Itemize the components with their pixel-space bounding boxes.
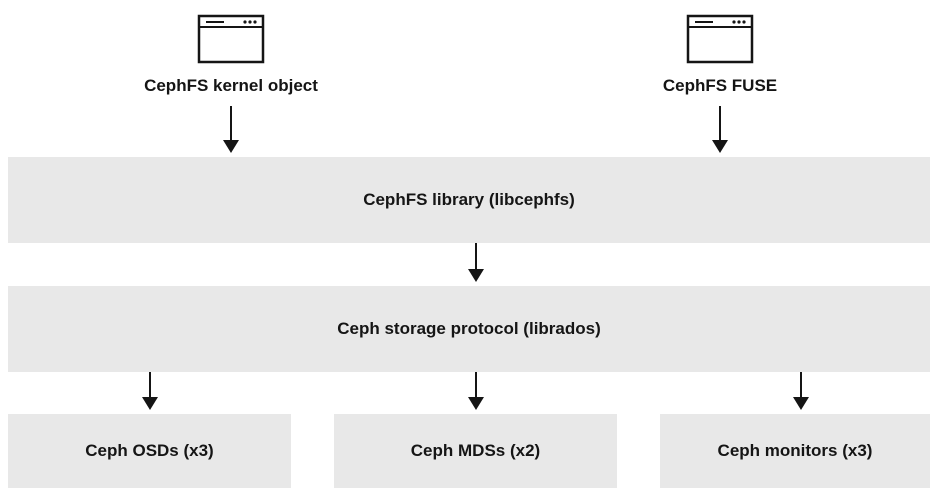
layer-libcephfs: CephFS library (libcephfs) bbox=[8, 157, 930, 243]
layer-libcephfs-label: CephFS library (libcephfs) bbox=[363, 190, 575, 209]
daemon-osds: Ceph OSDs (x3) bbox=[8, 414, 291, 488]
arrow-down-icon bbox=[468, 243, 484, 282]
arrow-down-icon bbox=[468, 372, 484, 410]
daemon-mdss-label: Ceph MDSs (x2) bbox=[410, 441, 541, 460]
client-kernel-object: CephFS kernel object bbox=[131, 14, 331, 96]
arrow-down-icon bbox=[712, 106, 728, 153]
layer-librados: Ceph storage protocol (librados) bbox=[8, 286, 930, 372]
daemon-monitors-label: Ceph monitors (x3) bbox=[717, 441, 873, 460]
client-fuse: CephFS FUSE bbox=[620, 14, 820, 96]
client-kernel-label: CephFS kernel object bbox=[144, 76, 318, 95]
arrow-down-icon bbox=[223, 106, 239, 153]
daemon-osds-label: Ceph OSDs (x3) bbox=[85, 441, 214, 460]
client-fuse-label: CephFS FUSE bbox=[662, 76, 778, 95]
layer-librados-label: Ceph storage protocol (librados) bbox=[337, 319, 601, 338]
arrow-down-icon bbox=[142, 372, 158, 410]
application-window-icon bbox=[197, 14, 265, 64]
daemon-monitors: Ceph monitors (x3) bbox=[660, 414, 930, 488]
daemon-mdss: Ceph MDSs (x2) bbox=[334, 414, 617, 488]
arrow-down-icon bbox=[793, 372, 809, 410]
application-window-icon bbox=[686, 14, 754, 64]
